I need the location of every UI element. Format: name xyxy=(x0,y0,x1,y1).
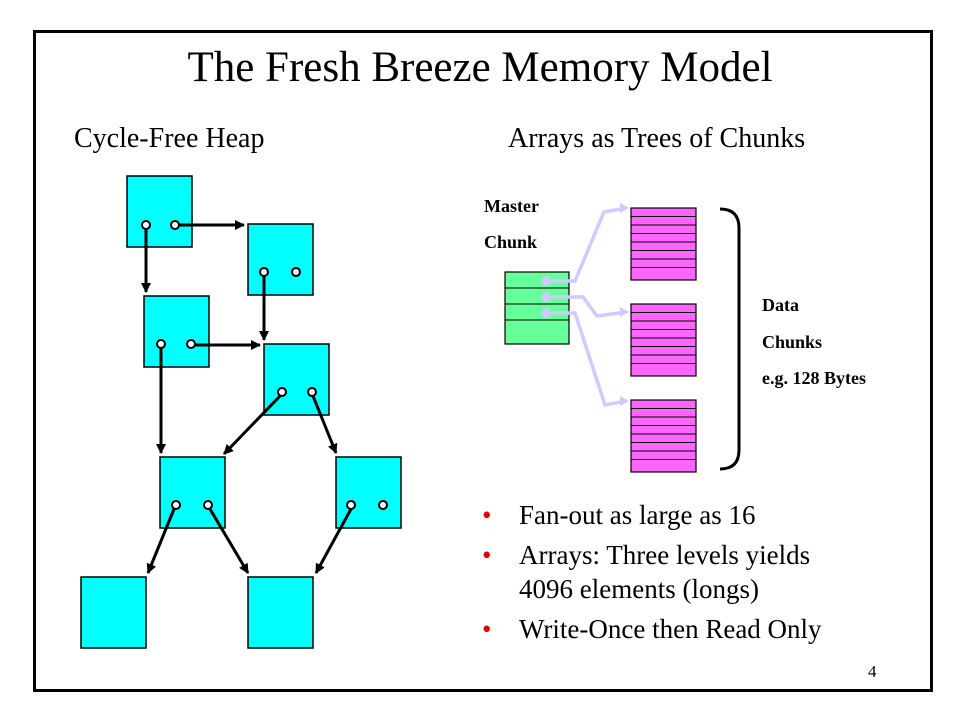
pointer-slots xyxy=(141,220,388,510)
pointer-slot xyxy=(291,267,301,277)
data-chunk-2 xyxy=(630,303,697,377)
master-chunk xyxy=(504,271,570,345)
pointer-slot xyxy=(141,220,151,230)
bullet-text-continuation: 4096 elements (longs) xyxy=(519,574,759,604)
data-chunk-1 xyxy=(630,207,697,281)
connector-line xyxy=(546,206,627,283)
heap-node-g xyxy=(80,576,147,649)
heap-node-c xyxy=(143,295,210,368)
connector-dot xyxy=(541,292,551,302)
pointer-slot xyxy=(346,500,356,510)
connector-dot xyxy=(541,308,551,318)
pointer-slot xyxy=(259,267,269,277)
bullet-text: Fan-out as large as 16 xyxy=(519,500,756,530)
slide-frame xyxy=(33,30,933,692)
pointer-slot xyxy=(203,500,213,510)
pointer-slot xyxy=(307,387,317,397)
bullet-dot-icon: • xyxy=(482,614,492,644)
connector-line xyxy=(546,311,627,408)
heap-node-a xyxy=(126,175,193,248)
pointer-slot xyxy=(378,500,388,510)
slide-title: The Fresh Breeze Memory Model xyxy=(187,44,773,91)
pointer-arrow xyxy=(222,394,282,456)
pointer-slot xyxy=(277,387,287,397)
bullet-text: Arrays: Three levels yields xyxy=(519,540,811,570)
pointer-arrow xyxy=(208,508,250,574)
cycle-free-heap-heading: Cycle-Free Heap xyxy=(74,123,265,154)
master-label-line2: Chunk xyxy=(484,232,538,252)
pointer-arrow xyxy=(146,508,176,574)
connector-arrowhead xyxy=(620,307,629,317)
data-chunks-label-line3: e.g. 128 Bytes xyxy=(762,368,866,388)
connector-arrowhead xyxy=(620,396,629,406)
pointer-slot xyxy=(170,220,180,230)
bullet-item: • Fan-out as large as 16 xyxy=(482,498,822,532)
bullet-list: • Fan-out as large as 16 • Arrays: Three… xyxy=(482,498,822,652)
bullet-text: Write-Once then Read Only xyxy=(519,614,822,644)
pointer-slot xyxy=(156,339,166,349)
chunk-connectors xyxy=(546,203,629,408)
data-chunk-3 xyxy=(630,399,697,473)
master-label-line1: Master xyxy=(484,196,539,216)
connector-dots xyxy=(541,276,551,318)
bullet-dot-icon: • xyxy=(482,540,492,570)
bullet-dot-icon: • xyxy=(482,500,492,530)
heap-node-h xyxy=(247,576,314,649)
pointer-arrow xyxy=(311,395,338,454)
bullet-item: • Arrays: Three levels yields 4096 eleme… xyxy=(482,538,822,606)
data-chunks-label-line1: Data xyxy=(762,295,799,315)
connector-line xyxy=(546,295,627,318)
heap-nodes xyxy=(80,175,402,649)
data-chunks-label-line2: Chunks xyxy=(762,332,823,352)
arrays-trees-heading: Arrays as Trees of Chunks xyxy=(508,123,806,154)
pointer-slot xyxy=(186,339,196,349)
heap-pointers xyxy=(141,220,353,574)
data-chunks-bracket xyxy=(719,207,741,471)
connector-dot xyxy=(541,276,551,286)
bullet-item: • Write-Once then Read Only xyxy=(482,612,822,646)
heap-node-b xyxy=(247,223,314,296)
pointer-arrow xyxy=(314,508,353,574)
page-number: 4 xyxy=(868,662,877,681)
pointer-slot xyxy=(171,500,181,510)
connector-arrowhead xyxy=(620,203,629,213)
